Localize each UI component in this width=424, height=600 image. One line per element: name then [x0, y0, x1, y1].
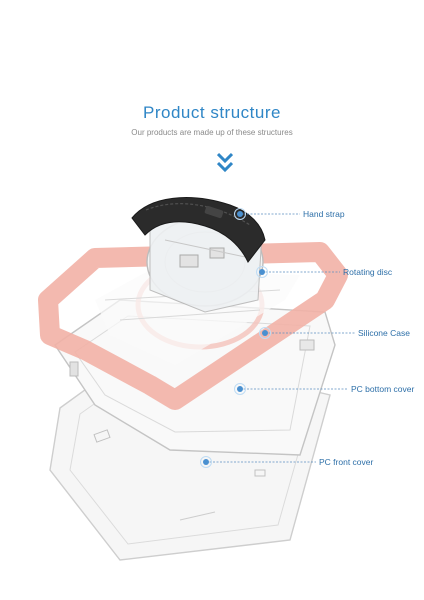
label-pc-bottom-cover: PC bottom cover: [351, 384, 415, 394]
double-chevron-down-icon: [217, 152, 233, 173]
label-hand-strap: Hand strap: [303, 209, 345, 219]
callout-rotating-disc: [256, 266, 340, 278]
label-pc-front-cover: PC front cover: [319, 457, 374, 467]
callout-hand-strap: [234, 208, 300, 220]
page-subtitle: Our products are made up of these struct…: [131, 128, 293, 137]
page-title: Product structure: [143, 103, 281, 122]
callout-silicone-case: [259, 327, 355, 339]
label-silicone-case: Silicone Case: [358, 328, 410, 338]
callout-pc-front-cover: [200, 456, 316, 468]
label-rotating-disc: Rotating disc: [343, 267, 393, 277]
hand-strap-layer: [131, 197, 266, 263]
callout-pc-bottom-cover: [234, 383, 348, 395]
